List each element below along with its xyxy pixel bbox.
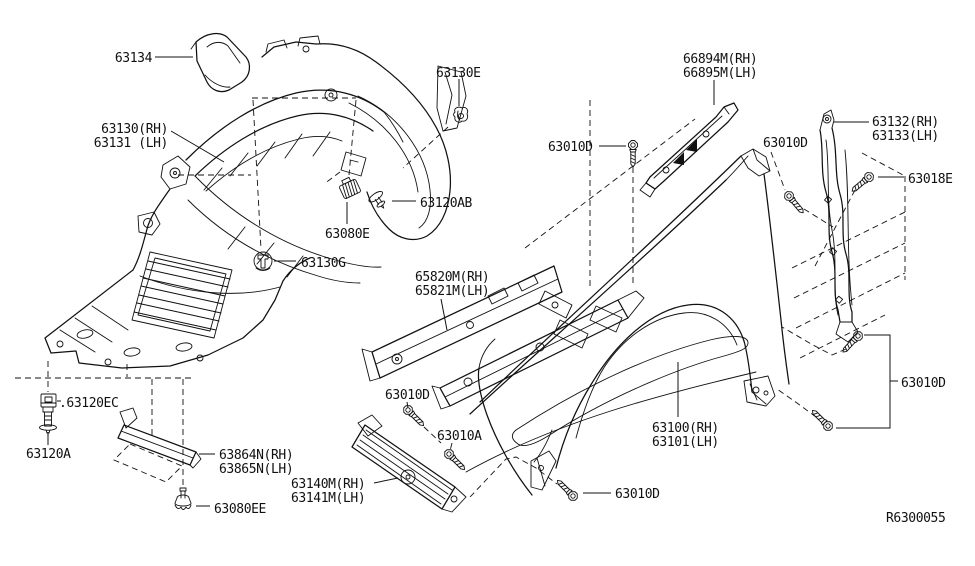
screw-icon bbox=[553, 476, 580, 503]
sill-cover-63864n-drawing bbox=[117, 407, 202, 469]
wheelhouse-protector-63130-drawing bbox=[44, 35, 467, 369]
part-label-63130-rh: 63130(RH)63131 (LH) bbox=[94, 122, 168, 151]
hood-ledge-reinforce-66894m-drawing bbox=[639, 102, 739, 198]
part-label-63100: 63100(RH)63101(LH) bbox=[652, 421, 719, 450]
part-label-63140m: 63140M(RH)63141M(LH) bbox=[291, 477, 365, 506]
screw-icon bbox=[848, 170, 876, 196]
rivet-grommet-icon bbox=[253, 251, 273, 271]
part-label-63010d-4: 63010D bbox=[615, 487, 660, 502]
labels-layer: 63134 63130(RH)63131 (LH) 63130E 66894M(RH)… bbox=[26, 51, 953, 526]
part-label-65820m: 65820M(RH)65821M(LH) bbox=[415, 270, 489, 299]
part-label-63134: 63134 bbox=[115, 51, 153, 66]
part-label-63120a: 63120A bbox=[26, 447, 71, 462]
part-label-figure-ref: R6300055 bbox=[886, 511, 945, 526]
fender-63100-drawing bbox=[465, 148, 790, 496]
part-label-63130g: 63130G bbox=[301, 256, 346, 271]
screw-icon bbox=[782, 189, 808, 217]
part-label-63864n: 63864N(RH)63865N(LH) bbox=[219, 448, 293, 477]
fender-stay-63132-drawing bbox=[819, 109, 859, 343]
part-label-63080ee: 63080EE bbox=[214, 502, 266, 517]
part-label-63132: 63132(RH)63133(LH) bbox=[872, 115, 939, 144]
part-label-63010d-5: 63010D bbox=[385, 388, 430, 403]
part-label-63010d-1: 63010D bbox=[548, 140, 593, 155]
screw-icon bbox=[401, 403, 428, 430]
fasteners bbox=[39, 106, 876, 510]
push-pin-icon bbox=[368, 190, 386, 209]
part-label-63120ab: 63120AB bbox=[420, 196, 473, 211]
cowl-rail-65820m-drawing bbox=[361, 265, 573, 382]
part-label-63010d-3: 63010D bbox=[901, 376, 946, 391]
clip-icon bbox=[40, 393, 57, 408]
part-label-66894m: 66894M(RH)66895M(LH) bbox=[683, 52, 757, 81]
deflector-63134-drawing bbox=[190, 32, 251, 93]
leader-lines bbox=[47, 56, 904, 507]
part-label-63130e: 63130E bbox=[436, 66, 481, 81]
screw-icon bbox=[628, 140, 638, 168]
part-label-63010d-2: 63010D bbox=[763, 136, 808, 151]
grommet-icon bbox=[174, 487, 192, 510]
part-label-63120ec: .63120EC bbox=[59, 396, 118, 411]
dashed-lines bbox=[15, 97, 906, 498]
clip-icon bbox=[453, 106, 469, 123]
part-label-63018e: 63018E bbox=[908, 172, 953, 187]
screw-icon bbox=[839, 329, 865, 356]
hood-ledge-rail-drawing bbox=[431, 290, 645, 410]
screw-icon bbox=[808, 406, 835, 433]
bolt-icon bbox=[39, 406, 57, 434]
expansion-clip-icon bbox=[339, 176, 361, 199]
part-label-63080e: 63080E bbox=[325, 227, 370, 242]
screw-icon bbox=[442, 447, 469, 474]
cowl-lower-63140m-drawing bbox=[351, 414, 467, 513]
part-label-63010a: 63010A bbox=[437, 429, 482, 444]
